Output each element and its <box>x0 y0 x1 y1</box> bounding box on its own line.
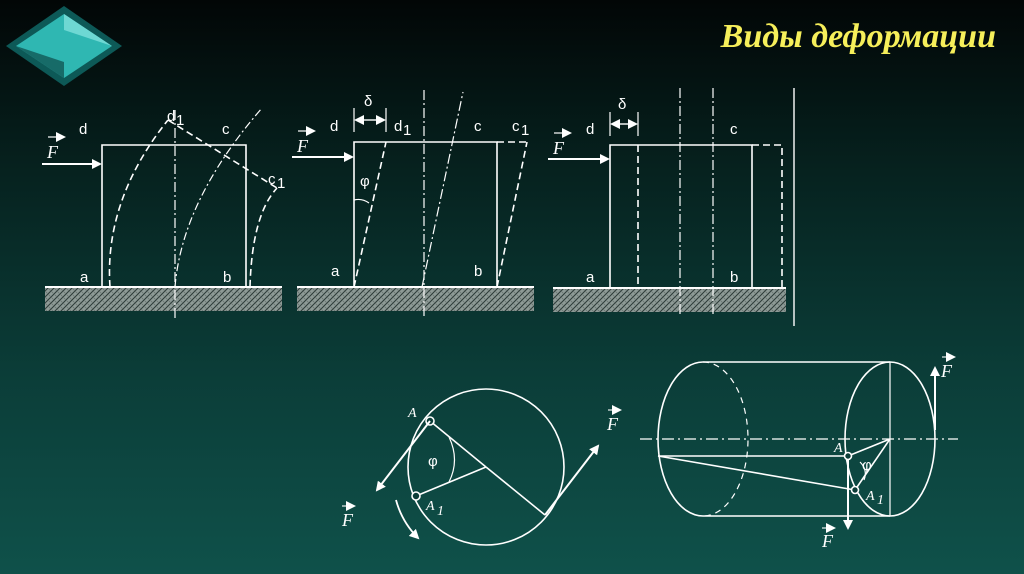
label-A-cylinder: A <box>833 441 843 456</box>
slide-title: Виды деформации <box>720 18 996 55</box>
label-d-1: d <box>79 121 87 138</box>
label-F-cylinder-up: F <box>940 361 953 381</box>
label-F-circle-left: F <box>341 510 354 530</box>
label-d1-sub-2: 1 <box>403 122 411 139</box>
deformed-right-2 <box>496 141 528 288</box>
force-arrow-circle-left <box>375 420 431 492</box>
label-A-circle: A <box>407 406 417 421</box>
ground-1 <box>45 287 282 311</box>
ground-2 <box>297 287 534 311</box>
torsion-cylinder <box>640 352 958 533</box>
label-d-3: d <box>586 121 594 138</box>
label-F-circle-right: F <box>606 414 619 434</box>
body-outline-3 <box>609 144 753 288</box>
dashed-right-3 <box>752 144 783 288</box>
label-phi-2: φ <box>360 173 370 190</box>
label-A1-sub-circle: 1 <box>437 504 444 519</box>
label-c1-2: c <box>512 118 520 135</box>
label-d-2: d <box>330 118 338 135</box>
label-A1-cylinder: A <box>865 489 875 504</box>
logo-diamond-icon <box>6 6 122 86</box>
label-F-cylinder-down: F <box>821 531 834 551</box>
label-c1-sub-1: 1 <box>277 175 285 192</box>
deformed-right-1 <box>249 187 278 288</box>
label-A1-circle: A <box>425 499 435 514</box>
label-c-2: c <box>474 118 482 135</box>
angle-arc-2 <box>353 198 370 204</box>
ground-3 <box>553 288 786 312</box>
label-F-1: F <box>46 142 59 162</box>
label-F-3: F <box>552 138 565 158</box>
label-d1-1: d <box>167 108 175 125</box>
body-outline-2 <box>353 141 498 287</box>
label-b-1: b <box>223 269 231 286</box>
label-a-3: a <box>586 269 595 286</box>
label-phi-circle: φ <box>428 453 438 470</box>
panel-shear <box>292 90 534 316</box>
label-d1-sub-1: 1 <box>176 112 184 129</box>
neutral-curve-1 <box>174 107 263 288</box>
label-A1-sub-cylinder: 1 <box>877 493 884 508</box>
label-c1-1: c <box>268 171 276 188</box>
label-phi-cylinder: φ <box>862 457 872 474</box>
label-F-2: F <box>296 136 309 156</box>
panel-compression <box>548 88 795 326</box>
label-a-1: a <box>80 269 89 286</box>
label-d1-2: d <box>394 118 402 135</box>
label-c-1: c <box>222 121 230 138</box>
label-b-2: b <box>474 263 482 280</box>
label-a-2: a <box>331 263 340 280</box>
panel-bending <box>42 107 282 318</box>
body-outline-1 <box>101 144 247 287</box>
force-arrow-circle-right <box>544 444 600 516</box>
deformed-left-2 <box>353 141 387 288</box>
deformed-left-1 <box>108 119 169 288</box>
torsion-circle <box>342 388 622 546</box>
rotation-arrow <box>395 499 420 540</box>
label-c1-sub-2: 1 <box>521 122 529 139</box>
label-c-3: c <box>730 121 738 138</box>
axis-2-tilted <box>421 91 464 288</box>
label-delta-3: δ <box>618 96 626 113</box>
label-b-3: b <box>730 269 738 286</box>
label-delta-2: δ <box>364 93 372 110</box>
